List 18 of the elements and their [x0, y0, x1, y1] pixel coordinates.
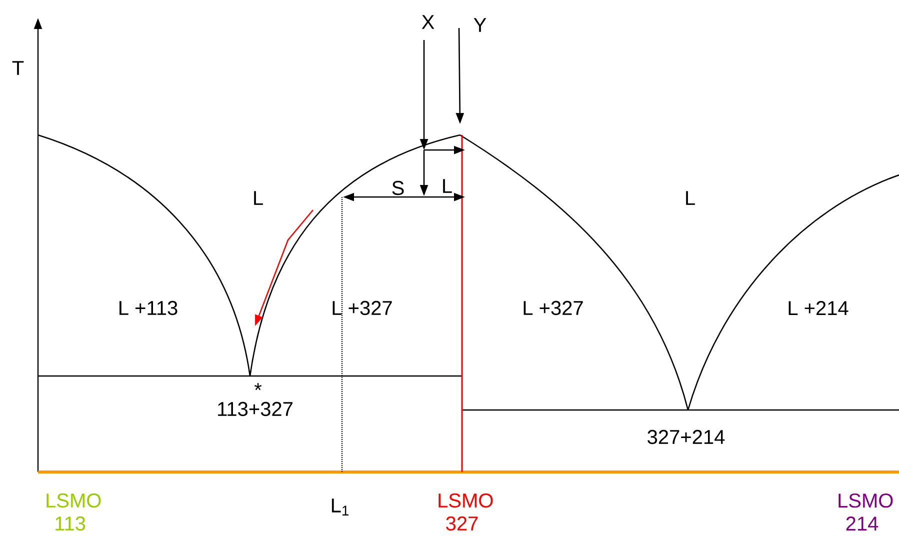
region-label: L +327	[332, 300, 392, 316]
region-label: L	[254, 191, 263, 205]
segment-label: S	[392, 180, 404, 196]
composition-label: LSMO 113	[46, 493, 101, 531]
composition-label: LSMO 214	[838, 494, 893, 530]
region-label: L +327	[524, 300, 583, 316]
composition-label: L$_{1}$	[332, 498, 349, 516]
line-label: X	[422, 15, 434, 29]
region-label: L +214	[788, 301, 848, 315]
line-label: Y	[474, 18, 486, 32]
region-label: L +113	[120, 300, 178, 316]
region-label: 327+214	[648, 430, 725, 444]
segment-label: L	[443, 179, 452, 193]
region-label: L	[686, 191, 695, 205]
composition-label: LSMO 327	[438, 493, 493, 531]
axis-label: T	[12, 61, 24, 75]
eutectic-mark: *	[254, 383, 262, 390]
region-label: 113+327	[218, 402, 292, 416]
